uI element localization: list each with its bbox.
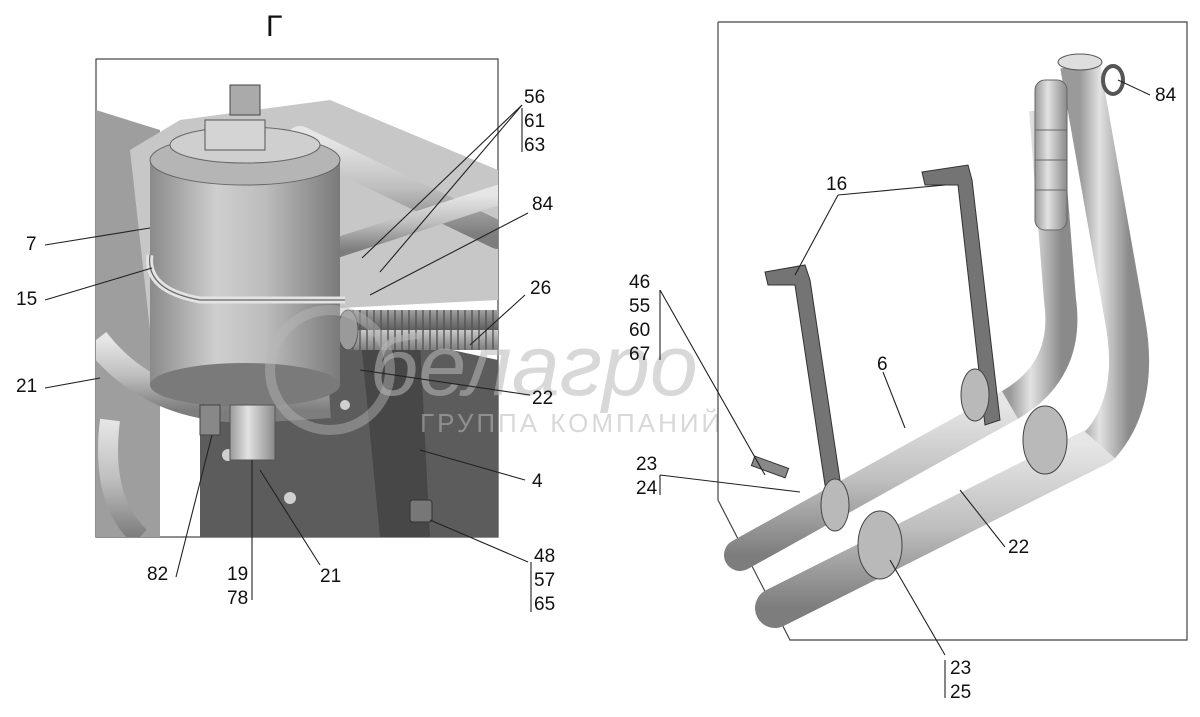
- label-22-right: 22: [1008, 537, 1029, 558]
- left-labels: 7 15 21 56 61 63 84 26 22 4 48 57 65 82 …: [16, 87, 555, 615]
- bottom-clip: [199, 404, 221, 436]
- label-23-lower: 23: [950, 658, 971, 679]
- hanger-bracket-left: [764, 264, 841, 486]
- left-leaders: [44, 104, 532, 612]
- wire-clamp-edge: [149, 254, 345, 301]
- hose-connector: [1034, 79, 1068, 231]
- filler-neck: [204, 119, 266, 151]
- label-60: 60: [629, 320, 650, 341]
- label-21-lower: 21: [320, 566, 341, 587]
- outlet-fitting: [229, 404, 276, 461]
- clamp-bolt: [750, 455, 790, 479]
- pipe-rear-straight: [724, 389, 1026, 571]
- frame-tube-cross: [320, 185, 498, 260]
- right-view-frame: [717, 21, 1188, 641]
- pipe-rear-bend: [1001, 108, 1078, 419]
- label-82: 82: [147, 564, 168, 585]
- label-67: 67: [629, 344, 650, 365]
- label-7: 7: [26, 234, 37, 255]
- label-84-right: 84: [1155, 85, 1177, 106]
- label-78: 78: [227, 588, 248, 609]
- label-22-left: 22: [532, 388, 553, 409]
- reservoir-body: [150, 160, 340, 385]
- hanger-bracket-right: [921, 164, 1001, 426]
- pipe-clamp: [960, 368, 990, 422]
- label-21-upper: 21: [16, 376, 37, 397]
- label-4: 4: [532, 471, 543, 492]
- cap-nut: [229, 84, 261, 116]
- label-56: 56: [524, 87, 545, 108]
- label-63: 63: [524, 135, 545, 156]
- label-57: 57: [534, 570, 555, 591]
- bolt-head: [409, 499, 433, 523]
- label-55: 55: [629, 296, 650, 317]
- bracket-strip: [360, 330, 430, 537]
- label-48: 48: [534, 546, 555, 567]
- label-6: 6: [877, 354, 888, 375]
- right-leaders: [659, 79, 1151, 698]
- pipe-clamp: [1022, 405, 1068, 475]
- label-26: 26: [530, 278, 551, 299]
- left-view: [95, 58, 499, 538]
- frame-tube-bottom: [98, 418, 148, 537]
- label-65: 65: [534, 594, 555, 615]
- label-15: 15: [16, 289, 37, 310]
- bracket-hole: [284, 492, 296, 504]
- pipe-front-bend: [1060, 61, 1150, 459]
- view-title: Г: [266, 10, 282, 43]
- right-view: [717, 21, 1188, 641]
- watermark-logo-ring: [265, 305, 395, 435]
- pipe-clamp: [820, 478, 850, 532]
- reservoir-bottom: [150, 363, 340, 407]
- label-16: 16: [826, 174, 847, 195]
- bracket-hole: [340, 400, 350, 410]
- label-46: 46: [629, 272, 650, 293]
- hose-clamp: [1101, 64, 1125, 96]
- label-25: 25: [950, 682, 971, 703]
- label-19: 19: [227, 564, 248, 585]
- label-84-left: 84: [532, 194, 554, 215]
- right-labels: 84 16 46 55 60 67 6 23 24 22 23 25: [629, 85, 1177, 703]
- label-23-upper: 23: [636, 454, 657, 475]
- pipe-open-end: [1057, 53, 1103, 71]
- watermark: белагро ГРУППА КОМПАНИЙ: [265, 305, 723, 438]
- label-61: 61: [524, 111, 545, 132]
- watermark-subtitle: ГРУППА КОМПАНИЙ: [420, 408, 723, 438]
- watermark-brand: белагро: [370, 318, 698, 414]
- label-24: 24: [636, 478, 658, 499]
